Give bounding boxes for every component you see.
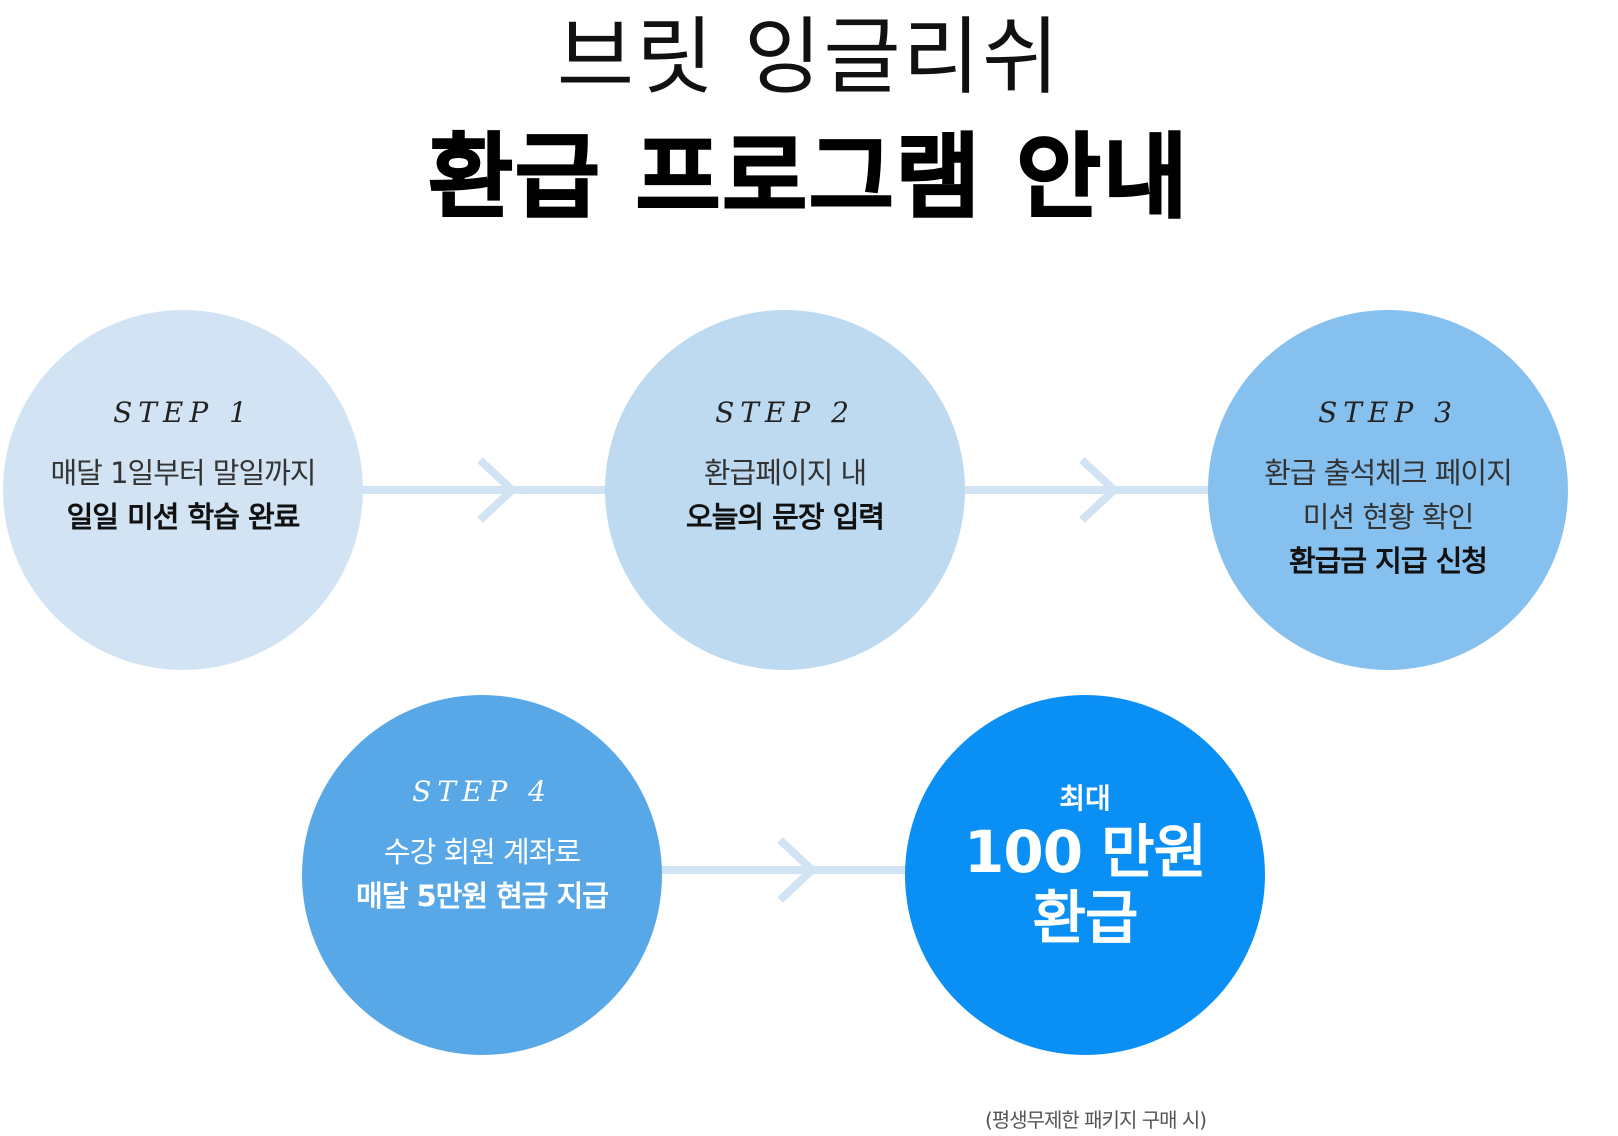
connector-step4-final	[660, 837, 910, 903]
step-highlight: 환급금 지급 신청	[1289, 544, 1488, 578]
step-4-circle: STEP 4 수강 회원 계좌로 매달 5만원 현금 지급	[302, 695, 662, 1055]
refund-amount: 100 만원	[964, 818, 1207, 886]
step-description: 미션 현황 확인	[1302, 500, 1475, 534]
step-description: 수강 회원 계좌로	[383, 835, 581, 869]
brand-title: 브릿 잉글리쉬	[556, 8, 1062, 106]
step-2-circle: STEP 2 환급페이지 내 오늘의 문장 입력	[605, 310, 965, 670]
step-highlight: 매달 5만원 현금 지급	[356, 879, 609, 913]
step-3-circle: STEP 3 환급 출석체크 페이지 미션 현황 확인 환급금 지급 신청	[1208, 310, 1568, 670]
step-label: STEP 3	[1318, 396, 1458, 429]
step-description: 환급페이지 내	[703, 456, 867, 490]
step-description: 환급 출석체크 페이지	[1264, 456, 1513, 490]
step-highlight: 일일 미션 학습 완료	[66, 500, 301, 534]
step-label: STEP 1	[113, 396, 253, 429]
page-title: 환급 프로그램 안내	[427, 123, 1190, 232]
step-description: 매달 1일부터 말일까지	[50, 456, 316, 490]
final-refund-circle: 최대 100 만원 환급	[905, 695, 1265, 1055]
connector-step2-step3	[962, 457, 1212, 523]
chevron-right-icon	[360, 457, 610, 523]
footnote: (평생무제한 패키지 구매 시)	[985, 1108, 1207, 1132]
step-1-circle: STEP 1 매달 1일부터 말일까지 일일 미션 학습 완료	[3, 310, 363, 670]
connector-step1-step2	[360, 457, 610, 523]
chevron-right-icon	[962, 457, 1212, 523]
step-label: STEP 2	[715, 396, 855, 429]
step-highlight: 오늘의 문장 입력	[686, 500, 885, 534]
chevron-right-icon	[660, 837, 910, 903]
refund-action: 환급	[1032, 884, 1139, 952]
step-label: STEP 4	[412, 775, 552, 808]
refund-prefix: 최대	[1059, 782, 1111, 815]
